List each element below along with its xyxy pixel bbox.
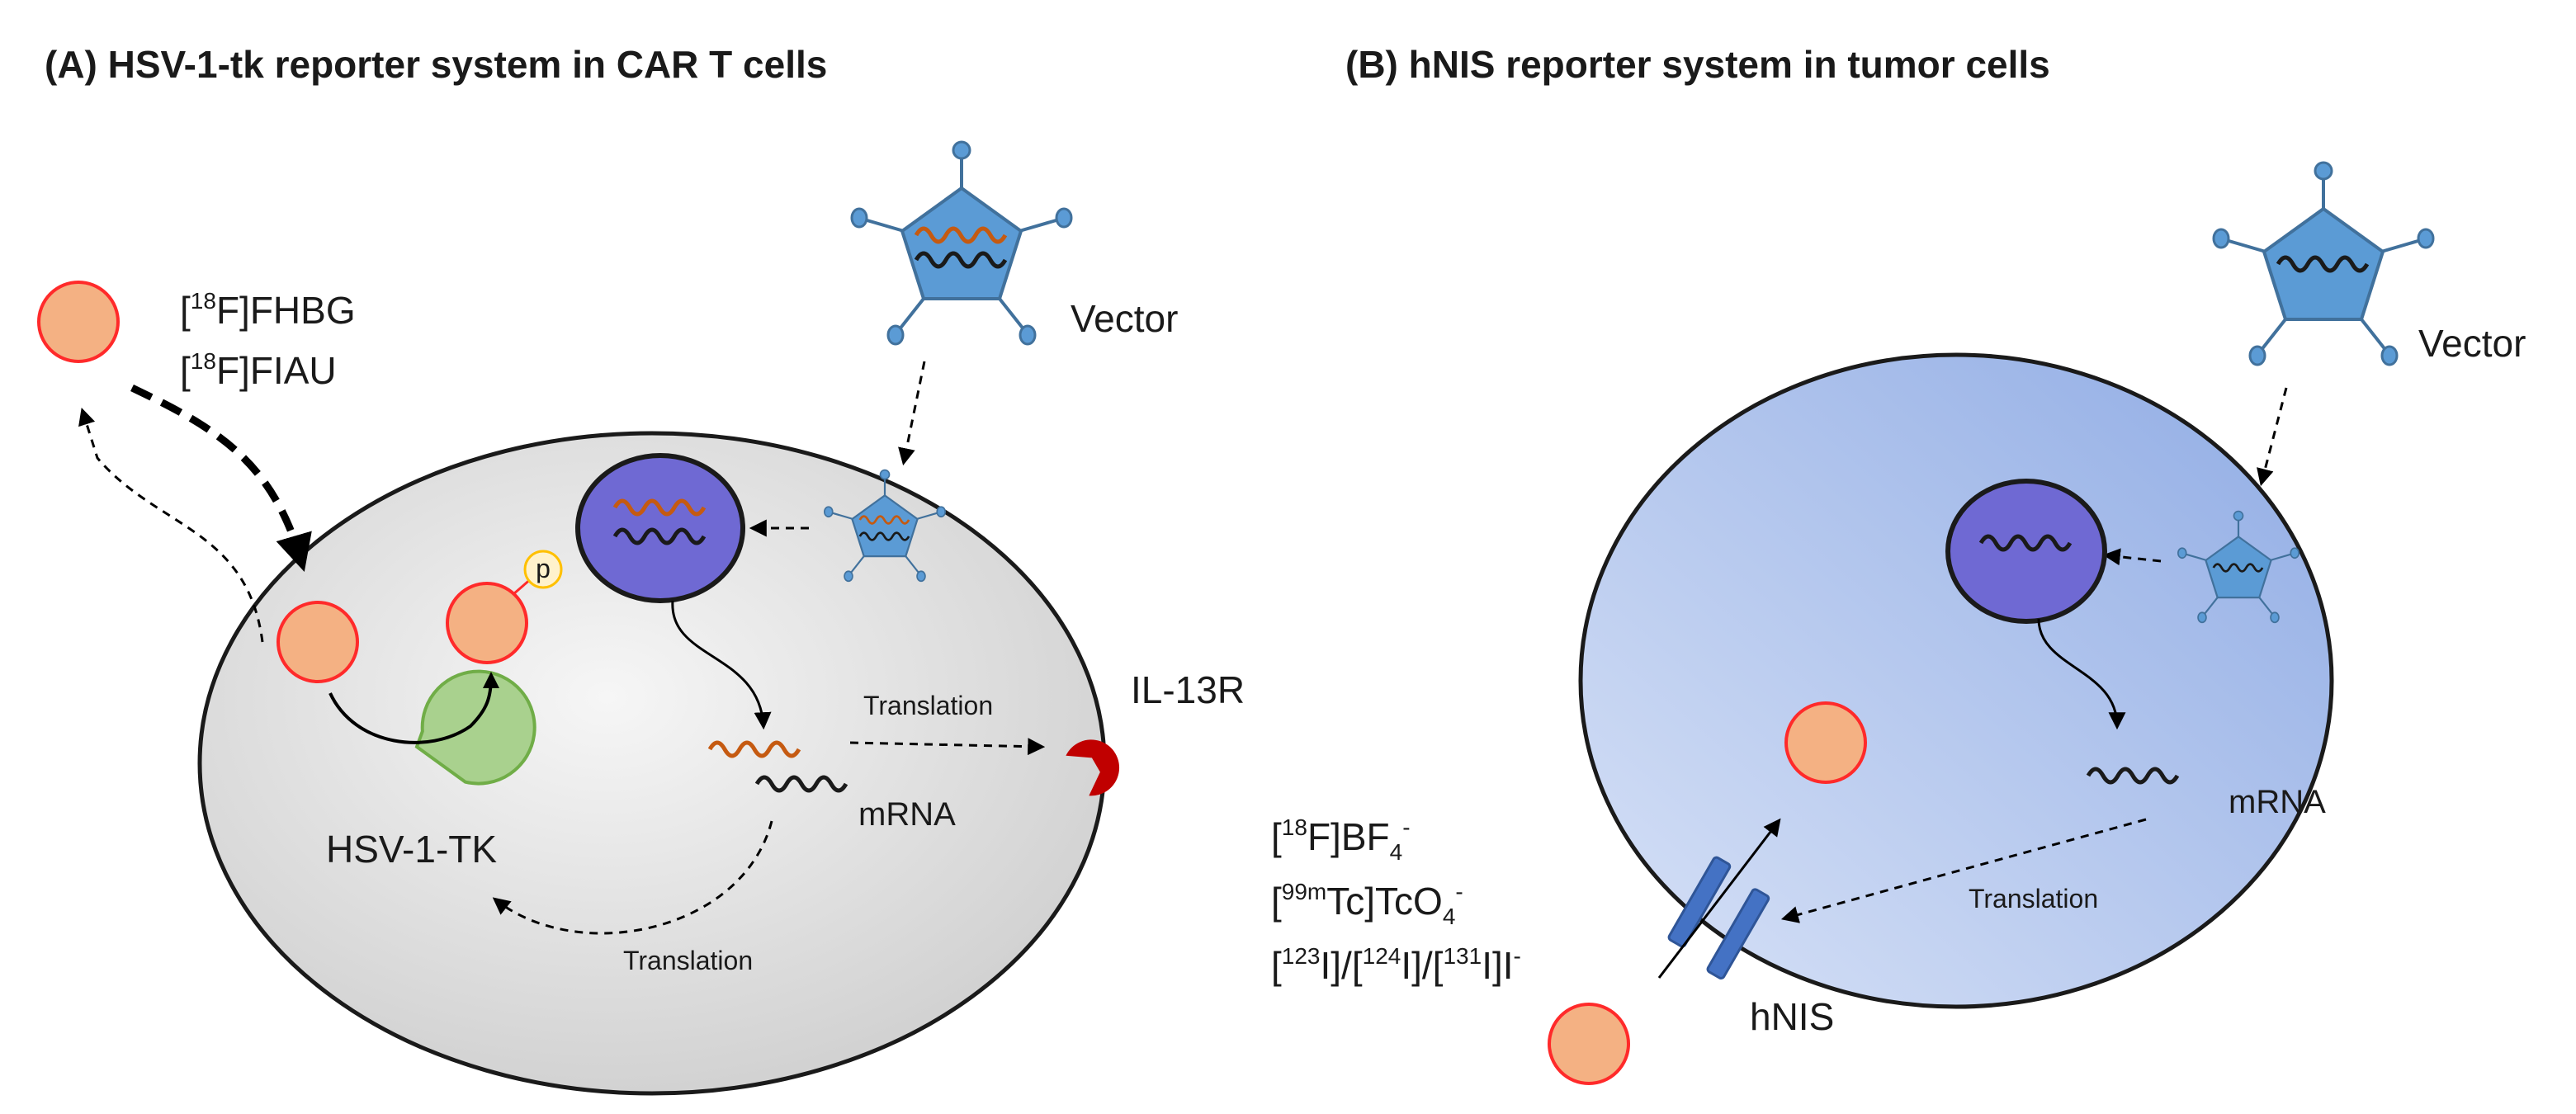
- transcription-arrow-b: [2037, 618, 2126, 730]
- tracer-uptake-arrow: [1657, 818, 1781, 979]
- phosphate-group: [523, 550, 563, 589]
- vector-b-entry-arrow: [2257, 387, 2288, 487]
- tracer-molecule-outside-b: [1548, 1003, 1630, 1085]
- tracer-fiau-label: [18F]FIAU: [180, 348, 337, 392]
- vector-a-icon: [850, 140, 1073, 346]
- tracer-iodide-label: [123I]/[124I]/[131I]I-: [1271, 943, 1521, 987]
- nucleus-b: [1945, 479, 2107, 624]
- tracer-efflux-arrow: [78, 407, 264, 643]
- mrna-label-b: mRNA: [2229, 784, 2326, 820]
- translation-to-transporter-arrow: [1780, 818, 2147, 923]
- vector-b-label: Vector: [2418, 322, 2526, 365]
- tracer-fhbg-label: [18F]FHBG: [180, 288, 356, 332]
- il13r-receptor-icon: [1066, 739, 1120, 796]
- tracer-bf4-label: [18F]BF4-: [1271, 814, 1411, 865]
- translation-to-receptor-arrow: [849, 738, 1046, 756]
- transcription-arrow-a: [671, 600, 772, 730]
- mrna-label-a: mRNA: [858, 796, 956, 833]
- tracer-entry-arrow: [130, 384, 312, 572]
- translation-label-lower: Translation: [623, 946, 753, 975]
- tracer-molecule-inside: [277, 601, 359, 683]
- translation-to-enzyme-arrow: [492, 820, 773, 935]
- phosphorylated-tracer: [446, 582, 528, 664]
- phosphate-label: p: [536, 554, 551, 583]
- translation-label-upper: Translation: [863, 691, 993, 720]
- tracer-molecule-outside: [37, 281, 120, 363]
- panel-b-title: (B) hNIS reporter system in tumor cells: [1345, 43, 2050, 86]
- tracer-molecule-inside-b: [1784, 701, 1867, 784]
- phosphorylation-arrow: [328, 672, 499, 744]
- vector-a-label: Vector: [1071, 297, 1178, 340]
- nucleus-a: [575, 453, 745, 603]
- receptor-label: IL-13R: [1131, 668, 1245, 711]
- hsv1-tk-enzyme-icon: [414, 669, 536, 786]
- hnis-transporter-icon: [1667, 856, 1770, 979]
- enzyme-label: HSV-1-TK: [326, 828, 497, 871]
- tracer-tco4-label: [99mTc]TcO4-: [1271, 879, 1463, 929]
- transporter-label: hNIS: [1750, 995, 1834, 1038]
- vector-a-entry-arrow: [898, 361, 926, 466]
- tumor-cell: [1578, 352, 2334, 1009]
- vector-b-to-nucleus-arrow: [2102, 548, 2162, 566]
- panel-a-title: (A) HSV-1-tk reporter system in CAR T ce…: [45, 43, 827, 86]
- translation-label-b: Translation: [1969, 884, 2098, 913]
